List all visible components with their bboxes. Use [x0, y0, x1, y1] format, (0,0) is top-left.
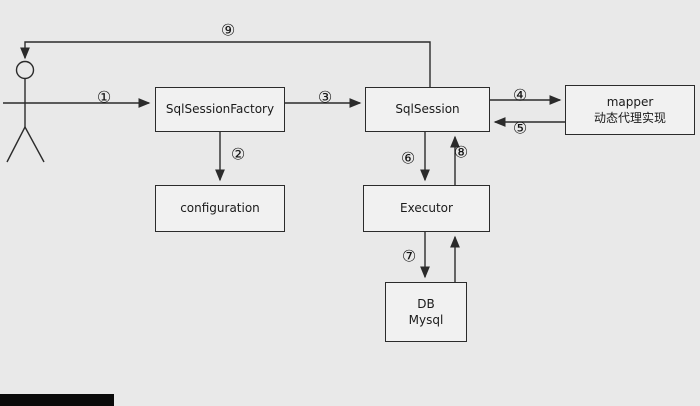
step-label-8: ⑧: [453, 142, 469, 162]
step-label-3: ③: [317, 87, 333, 107]
step-label-5: ⑤: [512, 118, 528, 138]
node-db-label-line1: DB: [417, 296, 435, 311]
step-label-7: ⑦: [401, 246, 417, 266]
arrow-step-9: [20, 41, 431, 87]
node-sqlsession: SqlSession: [365, 87, 490, 132]
bottom-bar: [0, 394, 114, 406]
node-mapper-label-line1: mapper: [606, 94, 654, 109]
step-label-9: ⑨: [220, 20, 236, 40]
node-executor-label: Executor: [400, 201, 453, 216]
node-db-label-line2: Mysql: [408, 313, 444, 327]
node-configuration: configuration: [155, 185, 285, 232]
step-label-4: ④: [512, 85, 528, 105]
node-db-mysql: DB Mysql: [385, 282, 467, 342]
step-label-6: ⑥: [400, 148, 416, 168]
node-sqlsessionfactory: SqlSessionFactory: [155, 87, 285, 132]
node-sqlsessionfactory-label: SqlSessionFactory: [165, 102, 275, 117]
user-actor-icon: [3, 60, 50, 163]
step-label-2: ②: [230, 144, 246, 164]
node-mapper-label-line2: 动态代理实现: [593, 111, 666, 125]
node-executor: Executor: [363, 185, 490, 232]
node-configuration-label: configuration: [180, 201, 260, 216]
node-mapper: mapper 动态代理实现: [565, 85, 695, 135]
step-label-1: ①: [96, 87, 112, 107]
node-sqlsession-label: SqlSession: [395, 102, 460, 117]
